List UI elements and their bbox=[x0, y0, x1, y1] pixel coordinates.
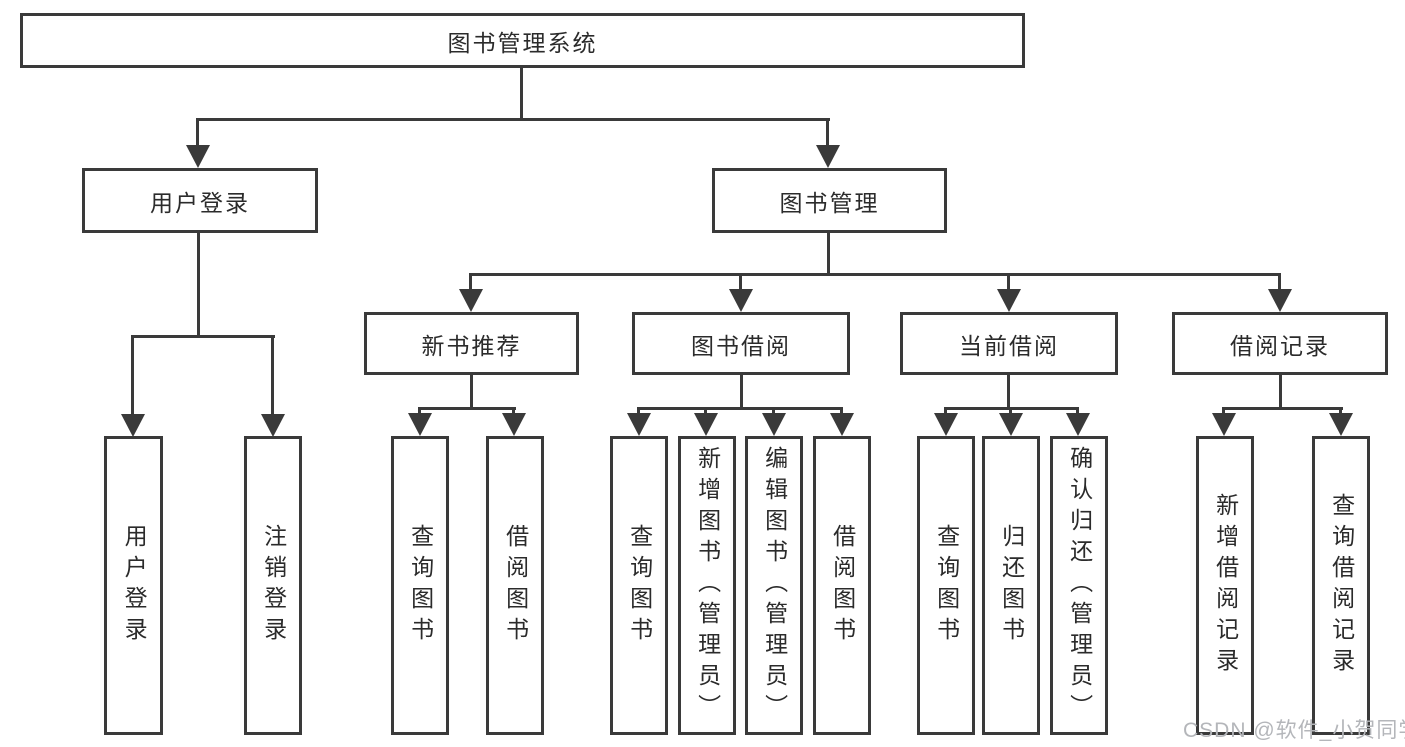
connector-arrow-borrow-records bbox=[1268, 273, 1292, 312]
connector-recommend-vline bbox=[470, 375, 473, 409]
node-book-borrow: 图书借阅 bbox=[632, 312, 850, 375]
connector-arrow-borrow-query bbox=[627, 407, 651, 436]
connector-book-management-vline bbox=[827, 233, 830, 275]
connector-arrow-borrow-edit bbox=[762, 407, 786, 436]
connector-user-login-vline bbox=[197, 233, 200, 337]
leaf-label: 编辑图书（管理员） bbox=[761, 446, 788, 725]
connector-arrow-new-book-recommend bbox=[459, 273, 483, 312]
connector-arrow-recommend-query bbox=[408, 407, 432, 436]
connector-arrow-current-confirm bbox=[1066, 407, 1090, 436]
leaf-label: 借阅图书 bbox=[502, 523, 529, 648]
connector-arrow-records-query bbox=[1329, 407, 1353, 436]
node-book-management: 图书管理 bbox=[712, 168, 947, 233]
connector-records-hbar bbox=[1223, 407, 1343, 410]
leaf-records-add-record: 新增借阅记录 bbox=[1196, 436, 1254, 735]
connector-book-management-hbar bbox=[470, 273, 1281, 276]
connector-arrow-borrow-borrow bbox=[830, 407, 854, 436]
leaf-borrow-borrow-book: 借阅图书 bbox=[813, 436, 871, 735]
connector-arrow-current-return bbox=[999, 407, 1023, 436]
connector-user-login-hbar bbox=[132, 335, 275, 338]
leaf-label: 确认归还（管理员） bbox=[1066, 446, 1093, 725]
leaf-label: 归还图书 bbox=[998, 523, 1025, 648]
node-label: 用户登录 bbox=[150, 189, 250, 216]
connector-arrow-recommend-borrow bbox=[502, 407, 526, 436]
leaf-label: 注销登录 bbox=[260, 523, 287, 648]
leaf-logout-login: 注销登录 bbox=[244, 436, 302, 735]
node-label: 图书借阅 bbox=[691, 332, 791, 359]
leaf-records-query-record: 查询借阅记录 bbox=[1312, 436, 1370, 735]
leaf-borrow-add-book-admin: 新增图书（管理员） bbox=[678, 436, 736, 735]
connector-current-hbar bbox=[945, 407, 1079, 410]
connector-recommend-hbar bbox=[419, 407, 516, 410]
leaf-recommend-query-book: 查询图书 bbox=[391, 436, 449, 735]
node-current-borrow: 当前借阅 bbox=[900, 312, 1118, 375]
connector-root-hbar bbox=[197, 118, 830, 121]
leaf-label: 借阅图书 bbox=[829, 523, 856, 648]
leaf-current-return-book: 归还图书 bbox=[982, 436, 1040, 735]
leaf-current-query-book: 查询图书 bbox=[917, 436, 975, 735]
node-new-book-recommend: 新书推荐 bbox=[364, 312, 579, 375]
leaf-label: 新增借阅记录 bbox=[1212, 492, 1239, 679]
node-label: 图书管理 bbox=[779, 189, 880, 216]
leaf-label: 查询图书 bbox=[626, 523, 653, 648]
leaf-label: 查询图书 bbox=[407, 523, 434, 648]
connector-root-vline bbox=[520, 68, 523, 120]
connector-arrow-book-borrow bbox=[729, 273, 753, 312]
node-label: 新书推荐 bbox=[421, 332, 522, 359]
connector-arrow-book-management bbox=[816, 118, 840, 168]
node-label: 借阅记录 bbox=[1230, 332, 1330, 359]
connector-arrow-user-login bbox=[186, 118, 210, 168]
node-library-management-system: 图书管理系统 bbox=[20, 13, 1025, 68]
leaf-user-login: 用户登录 bbox=[104, 436, 163, 735]
connector-arrow-borrow-add bbox=[694, 407, 718, 436]
node-label: 当前借阅 bbox=[959, 332, 1059, 359]
leaf-borrow-edit-book-admin: 编辑图书（管理员） bbox=[745, 436, 803, 735]
leaf-label: 查询图书 bbox=[933, 523, 960, 648]
leaf-current-confirm-return-admin: 确认归还（管理员） bbox=[1050, 436, 1108, 735]
connector-records-vline bbox=[1279, 375, 1282, 409]
connector-current-vline bbox=[1007, 375, 1010, 409]
leaf-label: 用户登录 bbox=[121, 523, 148, 648]
node-user-login: 用户登录 bbox=[82, 168, 318, 233]
connector-arrow-leaf-user-login bbox=[121, 335, 145, 437]
leaf-label: 查询借阅记录 bbox=[1328, 492, 1355, 679]
leaf-label: 新增图书（管理员） bbox=[694, 446, 721, 725]
node-label: 图书管理系统 bbox=[447, 29, 598, 56]
leaf-recommend-borrow-book: 借阅图书 bbox=[486, 436, 544, 735]
connector-arrow-records-add bbox=[1212, 407, 1236, 436]
csdn-watermark: CSDN @软件_小贺同学 bbox=[1183, 719, 1405, 742]
connector-arrow-current-query bbox=[934, 407, 958, 436]
connector-borrow-hbar bbox=[638, 407, 843, 410]
connector-arrow-leaf-logout bbox=[261, 335, 285, 437]
leaf-borrow-query-book: 查询图书 bbox=[610, 436, 668, 735]
node-borrow-records: 借阅记录 bbox=[1172, 312, 1388, 375]
connector-borrow-vline bbox=[740, 375, 743, 409]
connector-arrow-current-borrow bbox=[997, 273, 1021, 312]
